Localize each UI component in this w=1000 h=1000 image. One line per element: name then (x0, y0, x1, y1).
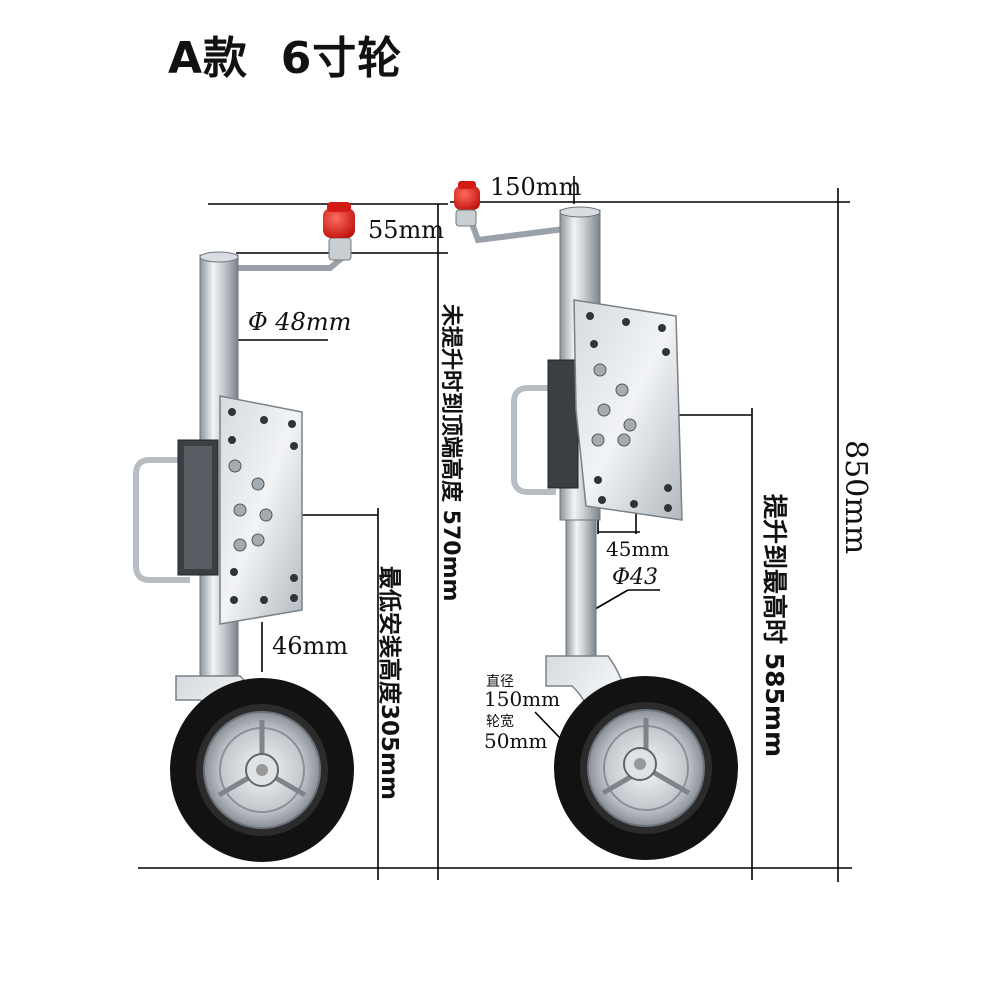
label-plate-offset-right: 45mm (606, 537, 669, 561)
label-wheel-diameter: 直径 (486, 673, 514, 690)
page-title: A款 6寸轮 (168, 33, 403, 84)
right-plate-holes (586, 312, 672, 512)
label-min-install-height: 最低安装高度305mm (376, 566, 403, 800)
right-handle-knob (454, 181, 480, 210)
label-total-height: 850mm (838, 440, 873, 554)
right-clamp-bracket (547, 359, 579, 489)
label-max-lift-height: 提升到最高时 585mm (760, 494, 789, 757)
right-jockey-wheel (454, 181, 738, 860)
right-crank-handle (467, 215, 575, 244)
right-mounting-plate (573, 299, 683, 521)
left-jockey-wheel (133, 202, 355, 862)
label-tube-diameter-right: Φ43 (612, 565, 658, 590)
label-crank-length: 150mm (490, 173, 582, 201)
right-plate-bolts (591, 363, 637, 447)
label-tube-diameter-left: Φ 48mm (248, 308, 351, 336)
left-crank-handle (219, 255, 345, 271)
left-side-handle (133, 457, 190, 583)
right-side-handle (511, 385, 556, 495)
label-handle-offset: 55mm (368, 216, 444, 244)
label-bracket-offset-left: 46mm (272, 632, 348, 660)
right-inner-tube (565, 519, 597, 671)
label-wheel-width-value: 50mm (484, 729, 547, 753)
label-wheel-width: 轮宽 (486, 713, 514, 730)
label-wheel-diameter-value: 150mm (484, 687, 560, 711)
dimension-labels: 55mm Φ 48mm 46mm 150mm 45mm Φ43 直径 150mm… (248, 173, 873, 800)
left-plate-holes (228, 408, 298, 604)
left-plate-bolts (228, 459, 273, 552)
left-mounting-plate (219, 395, 303, 625)
label-unlifted-top-height: 未提升时到顶端高度 570mm (438, 304, 464, 601)
left-handle-knob (323, 202, 355, 238)
left-handle-knob-stem (328, 237, 352, 261)
